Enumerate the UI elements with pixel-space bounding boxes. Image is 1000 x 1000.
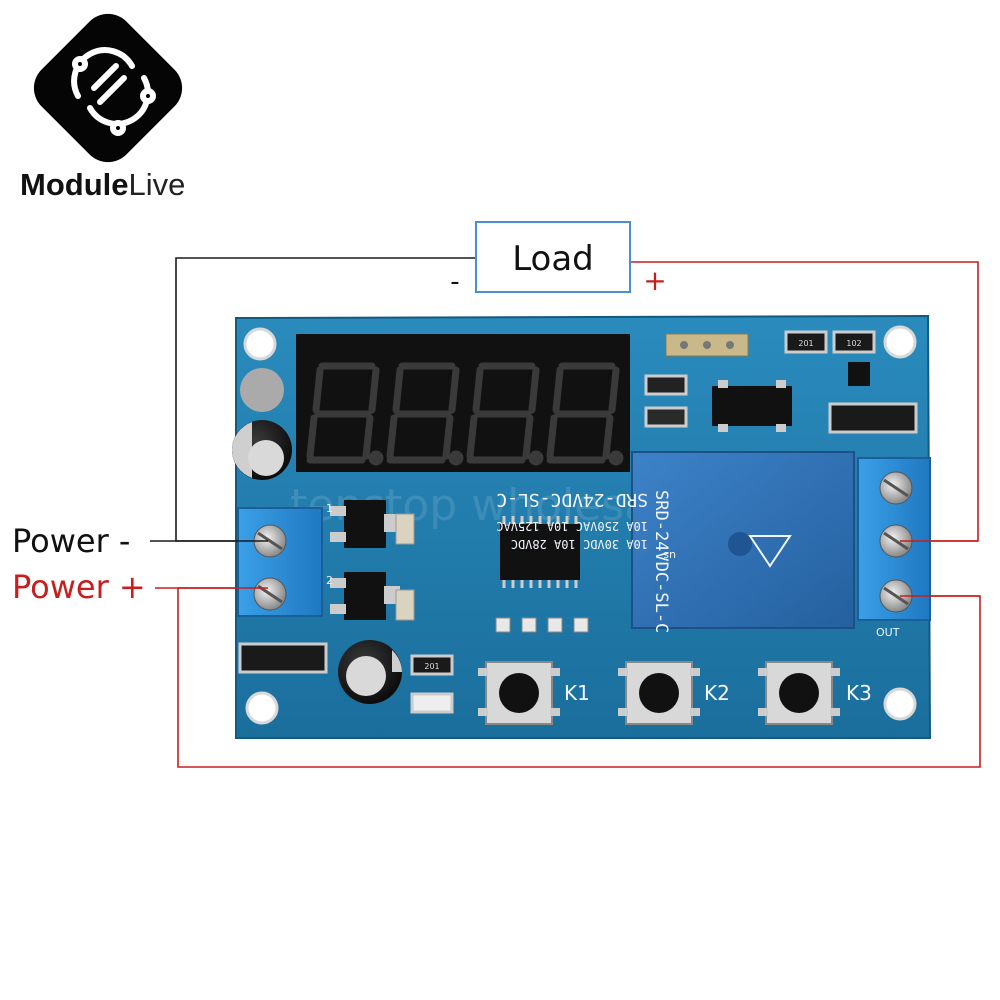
- wire-terminations: [176, 540, 980, 597]
- mounting-hole: [883, 325, 917, 359]
- transistor: [848, 362, 870, 386]
- smd-part: [644, 374, 688, 396]
- header-pin: [703, 341, 711, 349]
- load-label: Load: [512, 239, 594, 279]
- push-button-k2[interactable]: [618, 661, 700, 725]
- load-box: Load - +: [450, 221, 667, 297]
- relay-rating-ac: 10A 250VAC 10A 125VAC: [496, 519, 648, 533]
- electrolytic-capacitor-top: [232, 368, 292, 480]
- pin-label: 2: [326, 574, 333, 587]
- smd-part: [644, 406, 688, 428]
- button-label-k3: K3: [846, 681, 872, 705]
- smd-resistor: [832, 330, 876, 354]
- smd-led: [410, 692, 454, 714]
- relay-model-text: SRD-24VDC-SL-C: [496, 489, 648, 510]
- power-terminal-block: [237, 507, 323, 617]
- relay-rating-dc: 10A 30VDC 10A 28VDC: [511, 537, 648, 551]
- relay-cert-mark: us: [663, 549, 676, 562]
- brand-name: ModuleLive: [20, 167, 185, 202]
- optocoupler-leg: [718, 424, 728, 432]
- power-negative-label: Power -: [12, 522, 130, 560]
- optocoupler: [712, 386, 792, 426]
- optocoupler-leg: [776, 380, 786, 388]
- brand-logo: ModuleLive: [20, 13, 185, 202]
- logo-circuit-icon: [71, 47, 156, 136]
- relay-center-mark: [728, 532, 752, 556]
- mounting-hole: [883, 687, 917, 721]
- header-pin: [726, 341, 734, 349]
- diode: [828, 402, 918, 434]
- output-terminal-block: OUT: [857, 457, 931, 639]
- brand-name-bold: Module: [20, 167, 129, 202]
- smd-diode: [238, 642, 328, 674]
- relay-warning-icon: [748, 535, 792, 568]
- power-positive-label: Power +: [12, 568, 146, 606]
- load-minus-label: -: [450, 267, 459, 297]
- optocoupler-leg: [718, 380, 728, 388]
- optocoupler-leg: [776, 424, 786, 432]
- smd-capacitor: [395, 589, 415, 621]
- smd-resistor-code: 201: [798, 339, 813, 348]
- load-plus-label: +: [643, 264, 666, 297]
- output-label: OUT: [876, 626, 900, 639]
- button-label-k1: K1: [564, 681, 590, 705]
- load-box-frame: [475, 221, 631, 293]
- pin-label: 1: [326, 502, 333, 515]
- mounting-hole: [243, 327, 277, 361]
- header-pin: [680, 341, 688, 349]
- relay-model: SRD-24VDC-SL-C: [651, 490, 671, 633]
- mounting-hole: [245, 691, 279, 725]
- smd-resistor-code: 102: [846, 339, 861, 348]
- push-button-k1[interactable]: [478, 661, 560, 725]
- microcontroller-chip: [500, 516, 580, 588]
- programming-pads: [495, 617, 589, 633]
- electrolytic-capacitor-bottom: [338, 640, 402, 704]
- smd-resistor: [410, 654, 454, 676]
- logo-badge: [33, 13, 183, 163]
- smd-resistor: [784, 330, 828, 354]
- seven-segment-display: [296, 334, 630, 472]
- smd-resistor-code: 201: [424, 662, 439, 671]
- button-label-k2: K2: [704, 681, 730, 705]
- relay: SRD-24VDC-SL-C SRD-24VDC-SL-C 10A 250VAC…: [496, 451, 855, 633]
- display-digits: [306, 362, 624, 466]
- smd-capacitor: [395, 513, 415, 545]
- relay-module-board: tenstop wholesale 201 102: [232, 314, 932, 739]
- brand-name-light: Live: [129, 167, 186, 202]
- push-button-k3[interactable]: [758, 661, 840, 725]
- display-housing: [296, 334, 630, 472]
